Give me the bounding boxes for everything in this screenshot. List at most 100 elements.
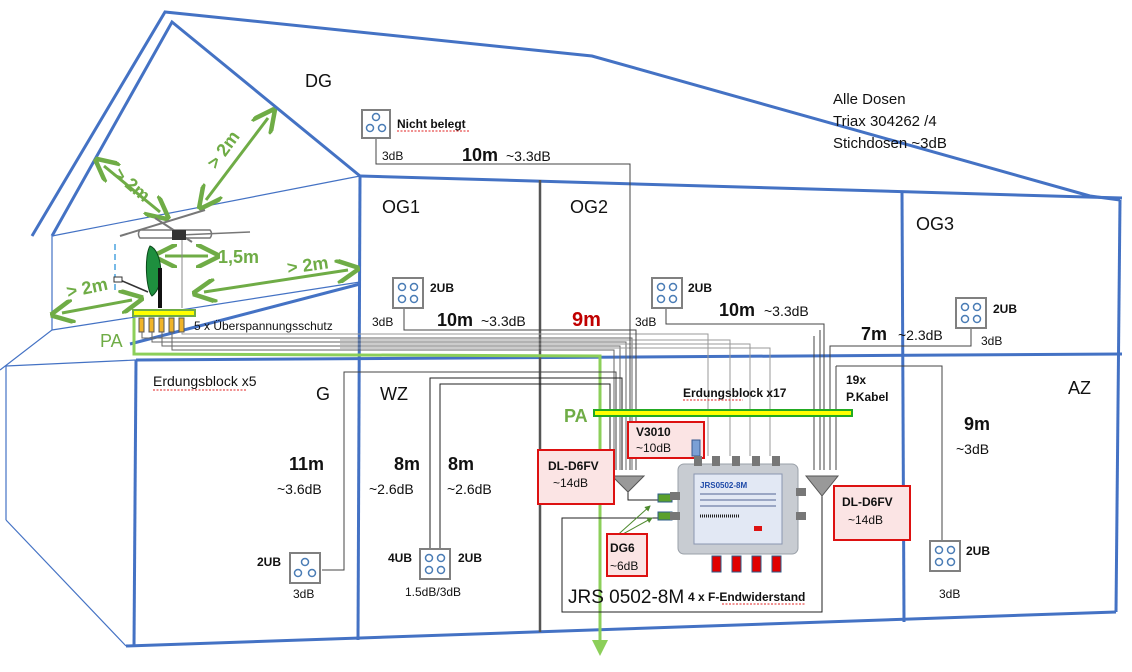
surge-protector-icon <box>138 317 145 333</box>
dl-d6fv-right-box[interactable]: DL-D6FV ~14dB <box>833 485 911 541</box>
note-line-1: Alle Dosen <box>833 91 906 108</box>
room-label-og1: OG1 <box>382 197 420 217</box>
distance-arrow-top-left <box>104 166 160 212</box>
antenna-area: > 2m > 2m 1,5m > 2m > 2m <box>62 118 348 351</box>
outlet-dg-label: Nicht belegt <box>397 117 466 131</box>
outlet-og2-label: 2UB <box>688 281 712 295</box>
outlet-az-label: 2UB <box>966 544 990 558</box>
cable-loss-wz-right: ~2.6dB <box>447 481 492 497</box>
outlet-icon <box>361 109 391 139</box>
room-label-g: G <box>316 384 330 404</box>
cable-length-az: 9m <box>964 414 990 434</box>
dl-right-name: DL-D6FV <box>842 495 893 509</box>
outlet-dg-loss: 3dB <box>382 149 403 163</box>
cable-loss-az: ~3dB <box>956 441 989 457</box>
distance-dish-mast: 1,5m <box>218 247 259 267</box>
terminators-label: 4 x F-Endwiderstand <box>688 590 805 604</box>
dl-left-name: DL-D6FV <box>548 459 599 473</box>
outlet-og2[interactable]: 2UB 3dB <box>635 277 712 329</box>
floor-eg-bottom <box>125 610 1117 648</box>
dg6-attenuator-icon <box>657 511 673 521</box>
wall-g-left <box>132 359 138 647</box>
dl-right-loss: ~14dB <box>848 513 883 527</box>
cable-length-g: 11m <box>289 454 324 474</box>
outlet-og1-label: 2UB <box>430 281 454 295</box>
pa-label-attic: PA <box>100 331 123 351</box>
outlet-og1[interactable]: 2UB 3dB <box>372 277 454 329</box>
outlet-g-label: 2UB <box>257 555 281 569</box>
cable-length-dg: 10m <box>462 145 498 165</box>
surge-protector-icon <box>148 317 155 333</box>
distance-arrow-right <box>204 270 348 292</box>
cable-length-og2: 10m <box>719 300 755 320</box>
dg6-loss: ~6dB <box>610 559 638 573</box>
surge-protector-icon <box>178 317 185 333</box>
v3010-box[interactable]: V3010 ~10dB <box>627 421 705 459</box>
surge-protector-icon <box>158 317 165 333</box>
distance-top-right: > 2m <box>203 127 244 172</box>
multiswitch-device-label: JRS0502-8M <box>700 481 747 490</box>
outlet-az[interactable]: 2UB 3dB <box>929 540 990 601</box>
cable-length-og1: 10m <box>437 310 473 330</box>
outlet-icon <box>651 277 683 309</box>
pa-rail-top <box>132 309 196 317</box>
grounding-block-x5: Erdungsblock x5 <box>153 373 257 389</box>
outlet-icon <box>955 297 987 329</box>
dg6-box[interactable]: DG6 ~6dB <box>606 533 648 577</box>
og2-feed-length: 9m <box>572 309 601 331</box>
terminator-icon <box>751 555 762 573</box>
distance-arrow-left <box>62 300 132 313</box>
distance-arrow-top-right <box>206 118 268 200</box>
cable-loss-og3: ~2.3dB <box>898 327 943 343</box>
outlet-wz-label-right: 2UB <box>458 551 482 565</box>
pa-rail-main <box>593 409 853 417</box>
ground-wire <box>132 318 602 652</box>
cable-loss-og1: ~3.3dB <box>481 313 526 329</box>
wall-og1-left <box>356 175 362 641</box>
note-line-2: Triax 304262 /4 <box>833 113 937 130</box>
wall-og3-left <box>900 191 906 623</box>
room-label-wz: WZ <box>380 384 408 404</box>
cable-loss-og2: ~3.3dB <box>764 303 809 319</box>
cable-loss-dg: ~3.3dB <box>506 148 551 164</box>
outlet-og3[interactable]: 2UB 3dB <box>955 297 1017 348</box>
cable-count: 19x <box>846 373 866 387</box>
room-label-az: AZ <box>1068 378 1091 398</box>
cable-loss-wz-left: ~2.6dB <box>369 481 414 497</box>
outlet-icon <box>929 540 961 572</box>
cable-loss-g: ~3.6dB <box>277 481 322 497</box>
outlet-og3-loss: 3dB <box>981 334 1002 348</box>
dg6-attenuator-icon <box>657 493 673 503</box>
dl-d6fv-left-box[interactable]: DL-D6FV ~14dB <box>537 449 615 505</box>
terminator-icon <box>771 555 782 573</box>
distributor-right-icon <box>804 475 840 497</box>
v3010-loss: ~10dB <box>636 441 671 455</box>
outlet-icon <box>419 548 451 580</box>
multiswitch-name: JRS 0502-8M <box>568 587 684 608</box>
outlet-og2-loss: 3dB <box>635 315 656 329</box>
outlet-note: Alle Dosen Triax 304262 /4 Stichdosen ~3… <box>833 91 947 152</box>
distance-top-left: > 2m <box>109 164 154 206</box>
cable-length-wz-left: 8m <box>394 454 420 474</box>
v3010-name: V3010 <box>636 425 671 439</box>
wall-right <box>1114 199 1122 613</box>
outlet-g[interactable]: 2UB 3dB <box>257 552 321 601</box>
roof-outer <box>30 10 1091 237</box>
satellite-dish-icon <box>113 245 162 308</box>
outlet-wz[interactable]: 4UB 2UB 1.5dB/3dB <box>388 548 482 599</box>
outlet-dg[interactable]: Nicht belegt 3dB <box>361 109 470 163</box>
grounding-block-x17: Erdungsblock x17 <box>683 386 787 400</box>
outlet-g-loss: 3dB <box>293 587 314 601</box>
multiswitch-icon[interactable]: JRS0502-8M <box>670 456 806 573</box>
annex-left <box>0 236 53 371</box>
room-label-dg: DG <box>305 71 332 91</box>
cable-count-sub: P.Kabel <box>846 390 888 404</box>
surge-protector-icon <box>168 317 175 333</box>
cable-length-wz-right: 8m <box>448 454 474 474</box>
room-label-og2: OG2 <box>570 197 608 217</box>
cable-length-og3: 7m <box>861 324 887 344</box>
room-label-og3: OG3 <box>916 214 954 234</box>
note-line-3: Stichdosen ~3dB <box>833 135 947 152</box>
distance-left: > 2m <box>65 274 110 302</box>
